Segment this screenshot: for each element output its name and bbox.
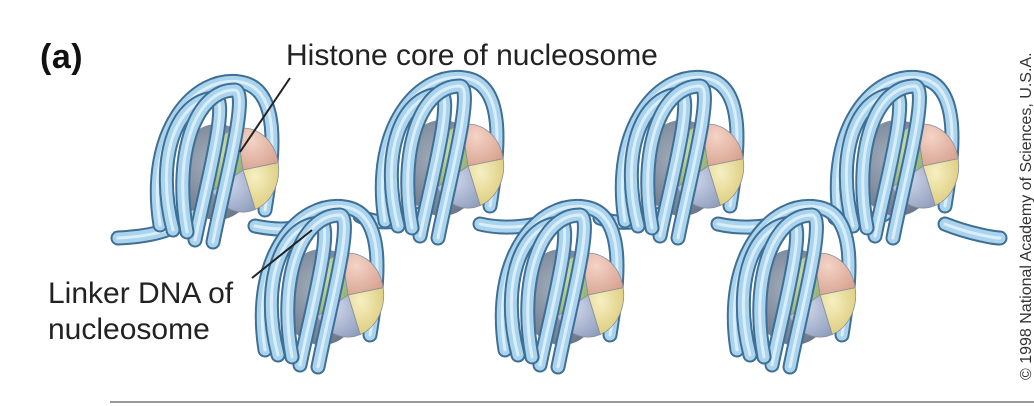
nucleosome [614,69,745,246]
nucleosome [726,198,857,375]
dna-wrap-front-2 [175,82,247,250]
dna-wrap-front-2 [855,78,927,246]
nucleosome [494,198,625,375]
linker-dna-label-line1: Linker DNA of [48,277,234,310]
dna-wrap-front-2 [400,78,472,246]
nucleosome [374,69,505,246]
linker-dna-label: Linker DNA of nucleosome [48,276,233,348]
nucleosome [149,73,280,250]
linker-dna-label-line2: nucleosome [48,313,210,346]
panel-label: (a) [40,38,84,76]
histone-leader-line [239,77,291,153]
copyright-notice: © 1998 National Academy of Sciences, U.S… [1018,52,1034,380]
nucleosome [254,198,385,375]
nucleosome [829,69,960,246]
histone-core-label: Histone core of nucleosome [286,39,658,72]
dna-wrap-front-2 [640,78,712,246]
dna-wrap-front-2 [752,207,824,375]
linker-leader-line [251,229,313,279]
dna-wrap-front-2 [280,207,352,375]
dna-wrap-front-2 [520,207,592,375]
